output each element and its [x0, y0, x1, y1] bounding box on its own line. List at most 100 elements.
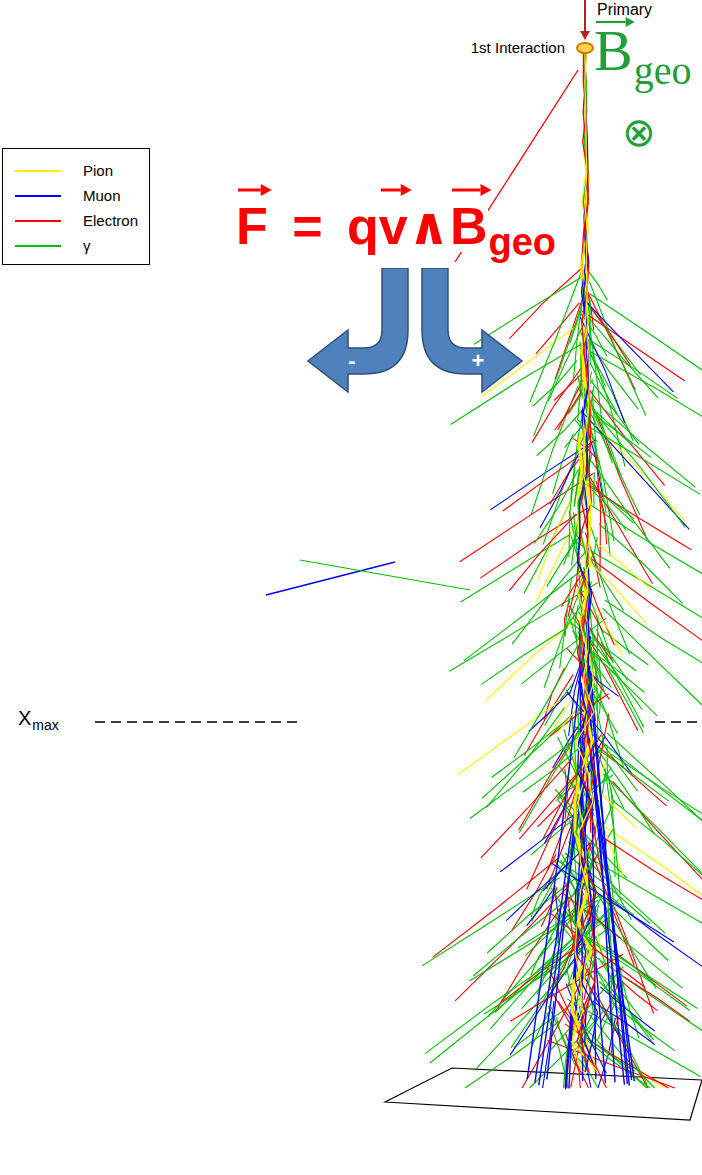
- photon-track: [300, 560, 470, 590]
- legend-sample: [3, 210, 73, 232]
- particle-track: [534, 469, 578, 543]
- particle-track: [537, 803, 561, 827]
- vector-arrow: [452, 184, 492, 196]
- particle-track: [605, 600, 702, 676]
- charge-sign: -: [337, 348, 367, 374]
- xmax-line: [655, 721, 702, 722]
- lorentz-force-formula: F = qv∧B: [236, 200, 488, 252]
- particle-track: [522, 969, 588, 1088]
- muon-track: [266, 562, 395, 595]
- particle-track: [540, 452, 579, 528]
- particle-track: [592, 490, 626, 531]
- particle-track: [596, 416, 633, 445]
- primary-arrow-head: [580, 31, 590, 40]
- legend-sample: [3, 235, 73, 257]
- particle-track: [569, 467, 575, 557]
- legend-sample: [3, 185, 73, 207]
- field-direction-symbol: ⊗: [622, 112, 656, 152]
- shower-core: [578, 52, 596, 1072]
- particle-track: [578, 420, 700, 494]
- vector-arrow-head: [481, 184, 492, 196]
- particle-track: [458, 701, 560, 775]
- shower-core: [572, 52, 597, 1072]
- particle-track: [509, 268, 582, 339]
- particle-track: [538, 499, 571, 580]
- particle-track: [591, 506, 702, 585]
- particle-track: [584, 910, 683, 988]
- particle-track: [587, 938, 690, 1010]
- particle-track: [465, 1021, 560, 1088]
- particle-track: [430, 966, 553, 1063]
- vector-arrow-shaft: [381, 189, 401, 192]
- particle-track: [609, 670, 644, 733]
- first-interaction-point: [577, 43, 593, 53]
- muon-track: [590, 671, 629, 1085]
- particle-track: [610, 754, 702, 824]
- particle-track: [572, 540, 702, 618]
- vector-arrow-shaft: [238, 189, 261, 192]
- particle-track: [530, 272, 581, 402]
- particle-track: [524, 674, 573, 755]
- shower-core: [572, 52, 594, 1072]
- particle-track: [599, 835, 702, 906]
- particle-track: [592, 551, 629, 654]
- negative-deflection-arrow: -: [300, 268, 430, 398]
- vector-arrow-shaft: [452, 189, 481, 192]
- legend-entry: γ: [3, 235, 149, 257]
- particle-track: [565, 1024, 669, 1088]
- particle-track: [532, 366, 583, 443]
- legend-text: γ: [83, 235, 229, 257]
- particle-track: [486, 708, 564, 808]
- xmax-line: [95, 721, 300, 722]
- legend-text: Electron: [83, 210, 229, 232]
- arrow-shape: [400, 268, 530, 398]
- arrow-outline: [308, 268, 408, 392]
- particle-track: [604, 632, 648, 665]
- arrow-shape: [300, 268, 430, 398]
- vector-arrow-head: [401, 184, 412, 196]
- particle-track: [584, 384, 664, 486]
- particle-track: [596, 542, 651, 589]
- vector-arrow: [381, 184, 412, 196]
- particle-track: [510, 954, 623, 1021]
- particle-track: [613, 801, 702, 880]
- legend-sample: [3, 160, 73, 182]
- particle-track: [603, 608, 702, 715]
- legend-text: Muon: [83, 185, 229, 207]
- particle-track: [464, 570, 582, 661]
- field-symbol: B: [594, 22, 633, 80]
- particle-track: [474, 274, 587, 344]
- field-subscript: geo: [634, 51, 692, 91]
- legend-entry: Muon: [3, 185, 149, 207]
- particle-track: [555, 387, 584, 430]
- primary-arrow: [580, 0, 590, 40]
- legend-entry: Pion: [3, 160, 149, 182]
- particle-track: [593, 473, 595, 507]
- particle-track: [476, 962, 574, 1069]
- primary-arrow-shaft: [584, 0, 586, 31]
- legend-line: [15, 170, 61, 172]
- charge-sign: +: [463, 348, 493, 374]
- vector-arrow-head: [261, 184, 272, 196]
- legend-line: [15, 220, 61, 222]
- legend-box: PionMuonElectron γ: [2, 148, 150, 265]
- particle-track: [620, 980, 658, 1011]
- particle-track: [592, 390, 606, 513]
- interaction-label: 1st Interaction: [471, 40, 565, 55]
- particle-track: [607, 733, 702, 845]
- vector-arrow: [238, 184, 272, 196]
- arrow-outline: [422, 268, 522, 392]
- primary-label: Primary: [597, 2, 652, 18]
- particle-track: [597, 616, 598, 737]
- particle-track: [509, 514, 576, 591]
- particle-track: [486, 611, 586, 700]
- legend-text: Pion: [83, 160, 229, 182]
- positive-deflection-arrow: +: [400, 268, 530, 398]
- legend-entry: Electron: [3, 210, 149, 232]
- force-subscript: geo: [489, 223, 557, 261]
- xmax-subscript: max: [32, 718, 58, 732]
- particle-track: [481, 627, 567, 684]
- legend-line: [15, 195, 61, 197]
- xmax-symbol: X: [18, 708, 31, 728]
